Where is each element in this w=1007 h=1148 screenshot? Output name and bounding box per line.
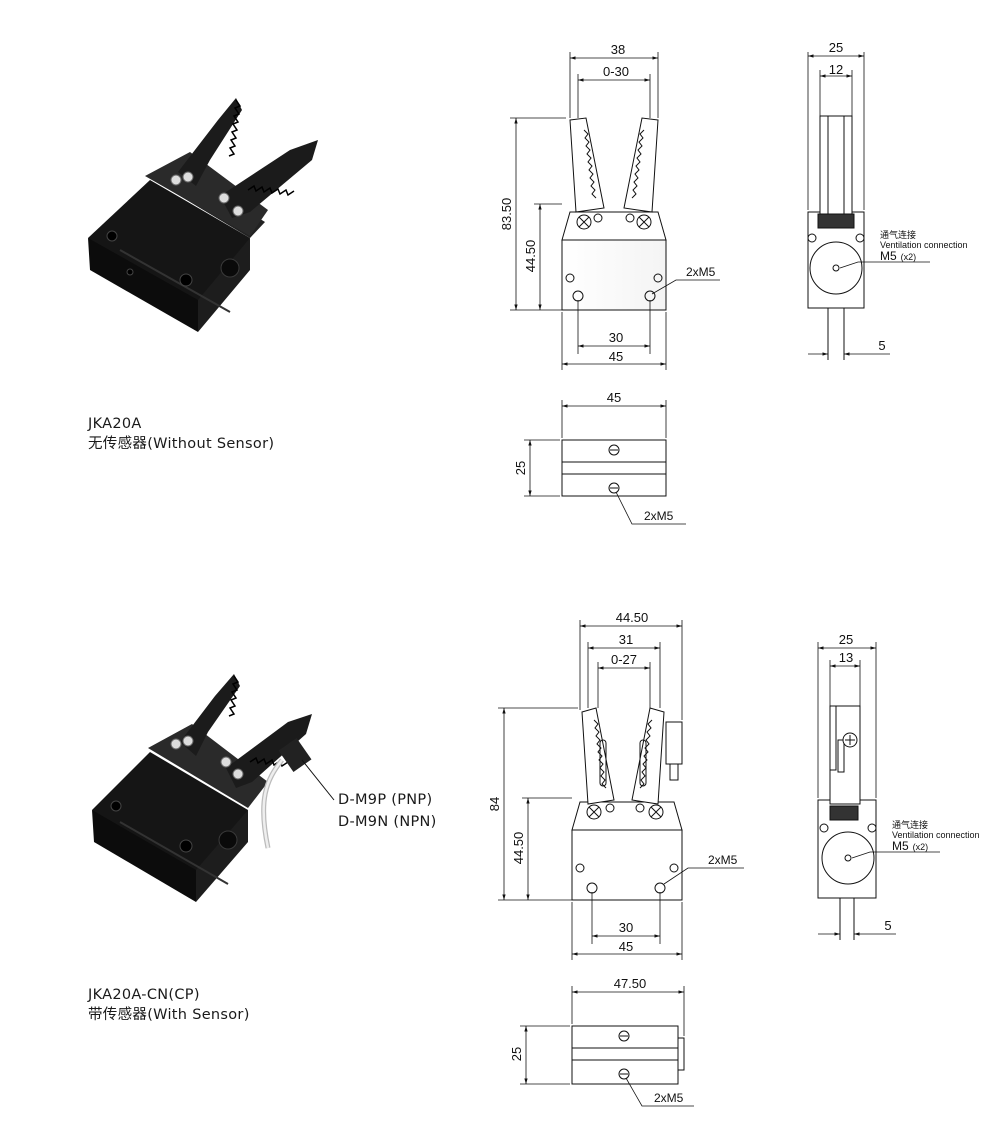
sensor-options: D-M9P (PNP) D-M9N (NPN) (338, 789, 437, 833)
vent-label-en: Ventilation connection (880, 240, 968, 250)
side-dim-width: 25 (829, 40, 843, 55)
front-view-2 (571, 707, 683, 901)
front-view-1-dimensions (510, 52, 720, 370)
dim-height: 84 (487, 797, 502, 811)
holes-label: 2xM5 (708, 853, 738, 867)
holes-label: 2xM5 (686, 265, 716, 279)
side-view-1-dimensions (807, 52, 930, 356)
gripper-photo-1 (88, 98, 318, 332)
dim-height: 83.50 (499, 198, 514, 231)
model-name: JKA20A-CN(CP) (88, 987, 200, 1003)
model-name: JKA20A (88, 416, 142, 432)
vent-label-en: Ventilation connection (892, 830, 980, 840)
bottom-view-1 (561, 439, 667, 497)
side-view-2 (817, 705, 877, 940)
vent-label-cn: 通气连接 (892, 819, 928, 830)
vent-port-qty: (x2) (901, 252, 917, 262)
vent-port-size: M5 (880, 249, 897, 263)
side-dim-width: 25 (839, 632, 853, 647)
side-view-2-dimensions (817, 642, 940, 936)
bottom-view-2-dimensions (520, 986, 694, 1107)
product-1-label: JKA20A 无传感器(Without Sensor) (88, 414, 274, 454)
vent-port-size: M5 (892, 839, 909, 853)
dim-opening: 0-27 (611, 652, 637, 667)
side-view-1 (807, 115, 865, 360)
side-dim-inner: 13 (839, 650, 853, 665)
bottom-view-1-dimensions (524, 400, 686, 525)
dim-body-height: 44.50 (523, 240, 538, 273)
model-description: 无传感器(Without Sensor) (88, 436, 275, 452)
bottom-dim-height: 25 (513, 461, 528, 475)
dim-opening: 0-30 (603, 64, 629, 79)
side-dim-offset: 5 (884, 918, 891, 933)
model-description: 带传感器(With Sensor) (88, 1007, 250, 1023)
dim-holes: 30 (619, 920, 633, 935)
bottom-holes-label: 2xM5 (644, 509, 674, 523)
bottom-view-2 (571, 1025, 685, 1085)
bottom-dim-width: 45 (607, 390, 621, 405)
sensor-option-npn: D-M9N (NPN) (338, 814, 437, 830)
vent-port: M5 (x2) (892, 839, 928, 853)
dim-width: 31 (619, 632, 633, 647)
dim-width: 38 (611, 42, 625, 57)
side-dim-inner: 12 (829, 62, 843, 77)
bottom-holes-label: 2xM5 (654, 1091, 684, 1105)
front-view-1 (561, 117, 667, 311)
sensor-leader-line (301, 759, 335, 801)
dim-base: 45 (619, 939, 633, 954)
dim-body-height: 44.50 (511, 832, 526, 865)
bottom-dim-height: 25 (509, 1047, 524, 1061)
dim-holes: 30 (609, 330, 623, 345)
product-2-label: JKA20A-CN(CP) 带传感器(With Sensor) (88, 985, 250, 1025)
gripper-photo-2 (92, 674, 312, 902)
dim-base: 45 (609, 349, 623, 364)
side-dim-offset: 5 (878, 338, 885, 353)
front-view-2-dimensions (498, 620, 744, 960)
vent-port: M5 (x2) (880, 249, 916, 263)
bottom-dim-width: 47.50 (614, 976, 647, 991)
vent-port-qty: (x2) (913, 842, 929, 852)
vent-label-cn: 通气连接 (880, 229, 916, 240)
dim-overall: 44.50 (616, 610, 649, 625)
sensor-option-pnp: D-M9P (PNP) (338, 792, 433, 808)
